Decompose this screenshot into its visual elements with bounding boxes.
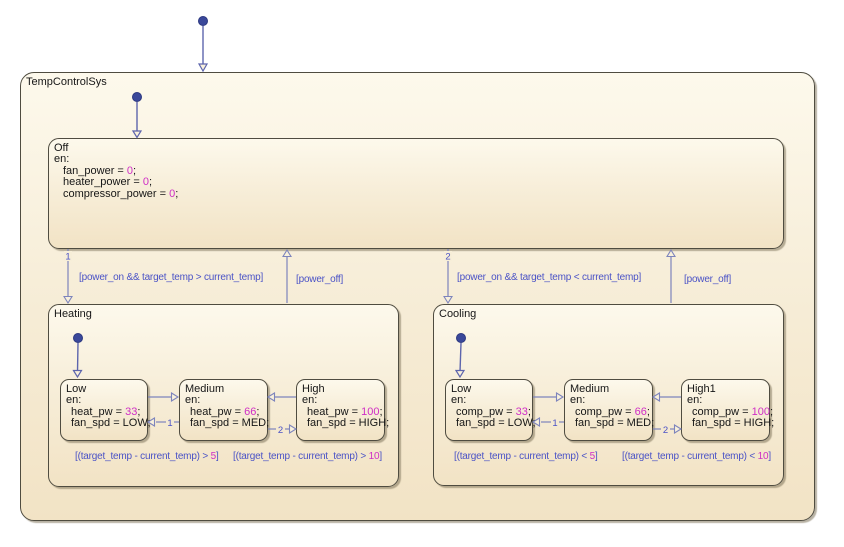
stmt-text: ; xyxy=(769,405,774,418)
statement: fan_spd = MED; xyxy=(565,417,655,430)
guard-label-power-off-heating[interactable]: [power_off] xyxy=(296,274,344,285)
stmt-text: comp_pw = xyxy=(575,405,635,418)
stmt-text: fan_spd = LOW; xyxy=(71,417,151,429)
state-title-heating[interactable]: Heating xyxy=(54,308,92,320)
statement: comp_pw = 66; xyxy=(565,405,652,419)
stmt-value: 33 xyxy=(515,405,528,418)
guard-value: 5 xyxy=(589,451,596,462)
stmt-text: ; xyxy=(646,405,650,418)
stmt-text: ; xyxy=(133,164,137,177)
state-title[interactable]: High xyxy=(302,383,325,395)
state-off[interactable]: Off en: fan_power = 0; heater_power = 0;… xyxy=(48,138,784,249)
stmt-value: 66 xyxy=(634,405,647,418)
entry-action-label: en: xyxy=(54,153,70,165)
statement: fan_power = 0; xyxy=(49,164,783,178)
guard-text: [(target_temp - current_temp) > xyxy=(75,451,211,462)
state-cooling-high1[interactable]: High1 en: comp_pw = 100; fan_spd = HIGH; xyxy=(681,379,774,441)
stmt-value: 0 xyxy=(126,164,134,177)
stmt-text: heater_power = xyxy=(63,176,143,188)
statement: heat_pw = 100; xyxy=(297,405,384,419)
statement: compressor_power = 0; xyxy=(49,187,783,201)
guard-text: ] xyxy=(768,451,771,462)
state-heating-high[interactable]: High en: heat_pw = 100; fan_spd = HIGH; xyxy=(296,379,389,441)
stmt-text: heat_pw = xyxy=(71,405,126,418)
stmt-text: heat_pw = xyxy=(190,405,245,418)
guard-label-power-on-cooling[interactable]: [power_on && target_temp < current_temp] xyxy=(457,272,642,283)
stmt-text: fan_spd = LOW; xyxy=(456,417,536,429)
state-title[interactable]: Medium xyxy=(185,383,225,395)
guard-label-heating-medium[interactable]: [(target_temp - current_temp) > 5] xyxy=(75,451,219,462)
entry-action-label: en: xyxy=(687,394,703,406)
entry-action-label: en: xyxy=(185,394,201,406)
state-title[interactable]: Low xyxy=(66,383,87,395)
state-title-off[interactable]: Off xyxy=(54,142,69,154)
entry-action-label: en: xyxy=(66,394,82,406)
stmt-value: 66 xyxy=(244,405,257,418)
stmt-text: comp_pw = xyxy=(456,405,516,418)
statement: fan_spd = HIGH; xyxy=(297,417,389,430)
guard-label-cooling-high1[interactable]: [(target_temp - current_temp) < 10] xyxy=(622,451,771,462)
state-title[interactable]: Low xyxy=(451,383,472,395)
entry-action-label: en: xyxy=(302,394,318,406)
stmt-text: comp_pw = xyxy=(692,405,752,418)
guard-text: ] xyxy=(215,451,219,462)
stmt-text: fan_spd = HIGH; xyxy=(307,417,390,429)
stmt-text: fan_spd = MED; xyxy=(190,417,270,429)
stmt-text: ; xyxy=(256,405,260,418)
guard-value: 10 xyxy=(757,451,769,462)
guard-value: 10 xyxy=(368,451,380,462)
arrowhead-down xyxy=(197,63,209,73)
entry-action-label: en: xyxy=(451,394,467,406)
stmt-value: 0 xyxy=(169,187,176,200)
state-title[interactable]: Medium xyxy=(570,383,610,395)
state-cooling-medium[interactable]: Medium en: comp_pw = 66; fan_spd = MED; xyxy=(564,379,655,441)
stmt-value: 0 xyxy=(142,176,149,188)
guard-text: ] xyxy=(594,451,598,462)
statement: comp_pw = 33; xyxy=(446,405,532,419)
stmt-value: 100 xyxy=(361,405,380,418)
guard-value: 5 xyxy=(210,451,217,462)
stmt-text: ; xyxy=(175,187,179,200)
guard-label-cooling-medium[interactable]: [(target_temp - current_temp) < 5] xyxy=(454,451,598,462)
guard-text: [(target_temp - current_temp) < xyxy=(622,451,758,462)
statement: fan_spd = MED; xyxy=(180,417,270,430)
stmt-value: 33 xyxy=(125,405,138,418)
statement: fan_spd = LOW; xyxy=(61,417,151,430)
stmt-text: ; xyxy=(137,405,141,418)
guard-label-power-on-heating[interactable]: [power_on && target_temp > current_temp] xyxy=(79,272,264,283)
state-title-tempcontrolsys[interactable]: TempControlSys xyxy=(26,76,107,88)
statement: heater_power = 0; xyxy=(49,176,783,189)
guard-label-heating-high[interactable]: [(target_temp - current_temp) > 10] xyxy=(233,451,382,462)
stmt-text: ; xyxy=(148,176,152,188)
guard-text: [(target_temp - current_temp) > xyxy=(233,451,369,462)
guard-text: ] xyxy=(379,451,382,462)
guard-text: [(target_temp - current_temp) < xyxy=(454,451,590,462)
stmt-text: ; xyxy=(527,405,531,418)
stmt-text: compressor_power = xyxy=(63,187,170,200)
stmt-value: 100 xyxy=(751,405,770,418)
statement: comp_pw = 100; xyxy=(682,405,773,419)
entry-action-label: en: xyxy=(570,394,586,406)
statement: fan_spd = HIGH; xyxy=(682,417,774,430)
state-heating-medium[interactable]: Medium en: heat_pw = 66; fan_spd = MED; xyxy=(179,379,270,441)
stmt-text: fan_power = xyxy=(63,164,127,177)
default-transition-dot[interactable] xyxy=(198,16,208,26)
stmt-text: heat_pw = xyxy=(307,405,362,418)
state-title-cooling[interactable]: Cooling xyxy=(439,308,477,320)
stmt-text: fan_spd = MED; xyxy=(575,417,655,429)
guard-label-power-off-cooling[interactable]: [power_off] xyxy=(684,274,732,285)
statement: fan_spd = LOW; xyxy=(446,417,536,430)
state-cooling-low[interactable]: Low en: comp_pw = 33; fan_spd = LOW; xyxy=(445,379,536,441)
state-title[interactable]: High1 xyxy=(687,383,716,395)
stmt-text: ; xyxy=(379,405,383,418)
stmt-text: fan_spd = HIGH; xyxy=(692,417,775,429)
statement: heat_pw = 66; xyxy=(180,405,267,419)
statement: heat_pw = 33; xyxy=(61,405,147,419)
state-heating-low[interactable]: Low en: heat_pw = 33; fan_spd = LOW; xyxy=(60,379,151,441)
